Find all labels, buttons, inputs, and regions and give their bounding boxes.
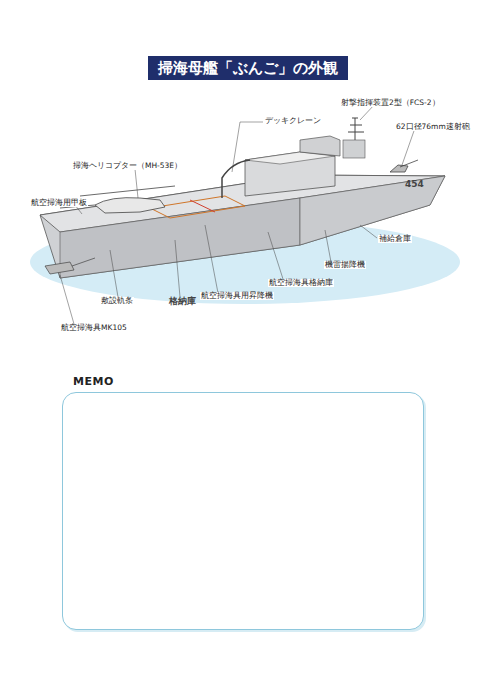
memo-heading: MEMO	[73, 375, 114, 388]
part-label: 航空掃海用甲板	[30, 199, 88, 207]
helicopter	[95, 198, 165, 213]
bridge	[300, 136, 340, 156]
part-label: 機雷揚降機	[324, 261, 366, 269]
part-label: 航空掃海具格納庫	[268, 279, 334, 287]
part-label: 格納庫	[168, 297, 197, 307]
part-label: 62口径76mm速射砲	[395, 123, 471, 131]
deck-crane	[222, 160, 250, 198]
leader-lines	[60, 104, 415, 324]
part-label: 航空掃海具用昇降機	[200, 292, 274, 300]
memo-box: MEMO	[62, 392, 424, 630]
deck-marking	[190, 200, 215, 212]
gun	[390, 160, 418, 172]
superstructure	[245, 152, 335, 196]
part-label: 敷設軌条	[100, 297, 134, 305]
part-label: 454	[404, 180, 425, 190]
hull-side	[60, 198, 300, 278]
tow-cable	[72, 258, 95, 266]
mk105	[45, 262, 74, 274]
part-label: 補給倉庫	[378, 235, 412, 243]
fcs	[343, 140, 365, 158]
title-banner: 掃海母艦「ぶんご」の外観	[148, 56, 348, 80]
part-label: 射撃指揮装置2型（FCS-2）	[340, 99, 441, 107]
part-label: デッキクレーン	[264, 117, 322, 125]
part-label: 航空掃海具MK105	[60, 324, 128, 332]
part-label: 掃海ヘリコプター（MH-53E）	[72, 162, 183, 170]
hull	[40, 175, 445, 278]
